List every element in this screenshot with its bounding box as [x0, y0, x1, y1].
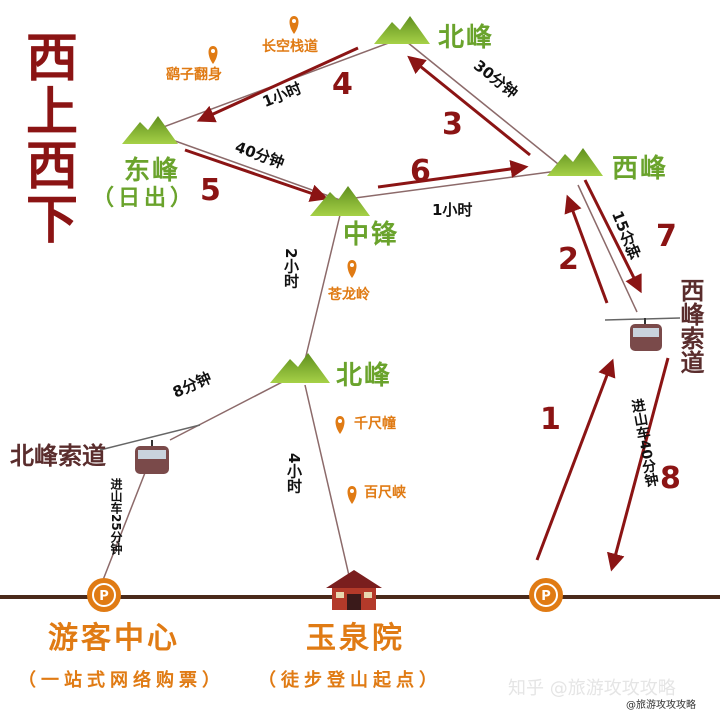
cable-ride-label-north: 进山车25分钟	[109, 478, 123, 555]
route-number-7: 7	[656, 219, 677, 254]
route-arrow-8	[607, 357, 670, 572]
peak-label-east: 东峰	[124, 156, 181, 186]
route-number-6: 6	[410, 154, 431, 189]
route-arrow-6	[377, 160, 529, 189]
location-pin-icon-canglong	[347, 260, 357, 278]
parking-icon-west-cable: P	[529, 578, 563, 612]
route-arrow-7	[583, 179, 642, 294]
temple-icon-yuquan	[326, 570, 382, 610]
mountain-icon-north-lower	[270, 353, 330, 383]
yuquan-label: 玉泉院	[306, 621, 405, 656]
route-number-1: 1	[540, 402, 561, 437]
location-pin-icon-qianchi	[335, 416, 345, 434]
route-number-8: 8	[660, 461, 681, 496]
time-label-middle-west: 1小时	[432, 201, 473, 219]
visitor-center-label: 游客中心	[48, 621, 180, 656]
mountain-icon-north-top	[374, 16, 430, 44]
route-number-3: 3	[442, 107, 463, 142]
spot-label-baichi: 百尺峡	[364, 485, 406, 501]
mountain-icon-east	[122, 116, 178, 144]
peak-label-north-lower: 北峰	[336, 361, 393, 391]
cableway-label-north: 北峰索道	[10, 442, 106, 470]
route-arrow-4	[196, 46, 359, 123]
route-arrow-1	[535, 358, 616, 561]
cableway-label-west: 西峰索道	[676, 278, 704, 374]
cable-car-icon-west	[604, 317, 681, 351]
route-arrow-2	[564, 194, 609, 304]
watermark-small-text: @旅游攻攻攻略	[626, 700, 696, 711]
location-pin-icons	[208, 16, 357, 504]
route-arrows	[184, 46, 670, 572]
mountain-icon-west	[547, 148, 603, 176]
spot-label-canglong: 苍龙岭	[328, 287, 370, 303]
time-label-middle-north: 2小时	[282, 248, 300, 289]
route-arrow-5	[184, 148, 329, 202]
svg-text:P: P	[541, 589, 551, 604]
peak-label-north-top: 北峰	[438, 23, 495, 53]
watermark-text: 知乎 @旅游攻攻攻略	[508, 678, 676, 699]
route-number-2: 2	[558, 242, 579, 277]
visitor-center-sublabel: （一站式网络购票）	[18, 670, 225, 691]
svg-text:P: P	[99, 589, 109, 604]
peak-label-west: 西峰	[612, 154, 669, 184]
cable-car-icon-north	[99, 424, 201, 474]
location-pin-icon-changkong	[289, 16, 299, 34]
time-label-yuquan-north: 4小时	[285, 453, 303, 494]
spot-label-changkong: 长空栈道	[262, 39, 318, 55]
route-number-5: 5	[200, 173, 221, 208]
peak-sublabel-east: （日出）	[92, 186, 197, 211]
parking-icon-visitor-center: P	[87, 578, 121, 612]
location-pin-icon-baichi	[347, 486, 357, 504]
route-arrow-3	[407, 55, 531, 157]
mountain-icon-middle	[310, 186, 370, 216]
mountain-icons	[122, 16, 603, 383]
map-title: 西上西下	[26, 29, 79, 251]
spot-label-yaozi: 鹞子翻身	[166, 67, 222, 83]
route-number-4: 4	[332, 67, 353, 102]
spot-label-qianchi: 千尺幢	[354, 416, 396, 432]
location-pin-icon-yaozi	[208, 46, 218, 64]
yuquan-sublabel: （徒步登山起点）	[258, 670, 442, 691]
peak-label-middle: 中锋	[343, 220, 400, 250]
